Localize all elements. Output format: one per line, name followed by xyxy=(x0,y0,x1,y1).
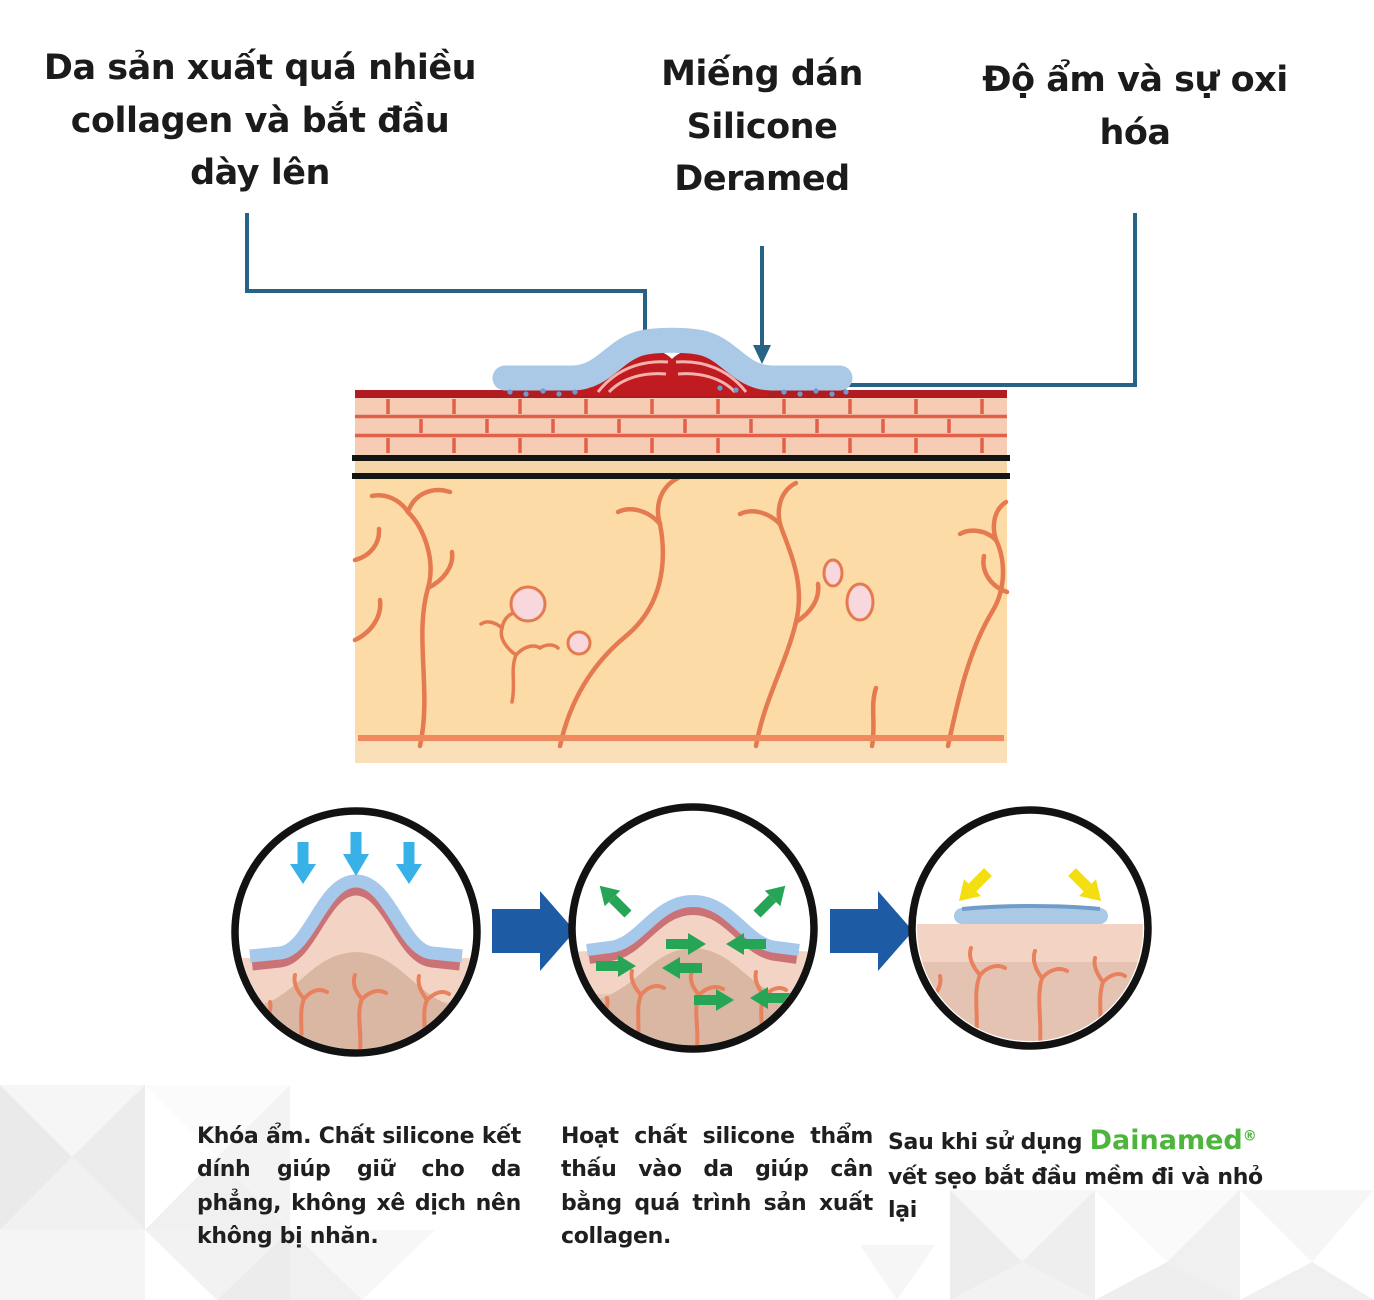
registered-trademark-icon: ® xyxy=(1242,1128,1257,1145)
label-line: hóa xyxy=(1099,112,1171,153)
step3-caption: Sau khi sử dụng Dainamed® vết sẹo bắt đầ… xyxy=(888,1120,1266,1228)
press-down-arrows-icon xyxy=(290,832,422,884)
dermis-layer xyxy=(355,478,1007,763)
brand-name: Dainamed xyxy=(1089,1125,1243,1156)
label-line: dày lên xyxy=(190,153,330,193)
label-line: Silicone xyxy=(686,106,838,147)
step-circle-flattened xyxy=(908,806,1152,1050)
moisture-dots xyxy=(507,385,849,397)
label-moisture-oxidation: Độ ẩm và sự oxi hóa xyxy=(960,54,1310,159)
right-block-arrow-icon xyxy=(492,891,575,971)
gland-cells xyxy=(509,558,875,656)
arrowhead-down-icon xyxy=(753,345,771,364)
caption-prefix: Sau khi sử dụng xyxy=(888,1130,1090,1155)
triangles-bottom-right xyxy=(860,1190,1374,1300)
step1-caption: Khóa ẩm. Chất silicone kết dính giúp giữ… xyxy=(197,1124,521,1250)
label-line: Miếng dán xyxy=(661,54,863,94)
label-collagen-overproduction: Da sản xuất quá nhiều collagen và bắt đầ… xyxy=(25,42,495,200)
label-line: Độ ẩm và sự oxi xyxy=(982,60,1288,100)
gland-sprig xyxy=(479,610,560,704)
epidermis-brick-layer xyxy=(355,390,1007,455)
step-circle-balance xyxy=(568,803,818,1053)
caption-suffix: vết sẹo bắt đầu mềm đi và nhỏ lại xyxy=(888,1165,1263,1224)
triangles-bottom-left xyxy=(0,1085,435,1300)
step-circle-pressure xyxy=(231,807,481,1057)
label-line: Deramed xyxy=(674,159,850,199)
label-line: Da sản xuất quá nhiều xyxy=(43,48,477,88)
label-silicone-patch: Miếng dán Silicone Deramed xyxy=(640,48,884,206)
label-line: collagen và bắt đầu xyxy=(70,100,450,141)
membrane-line xyxy=(352,455,1010,461)
right-block-arrow-icon xyxy=(830,891,913,971)
membrane-line xyxy=(352,473,1010,479)
balance-expand-arrows-icon xyxy=(596,885,790,1011)
step2-caption: Hoạt chất silicone thẩm thấu vào da giúp… xyxy=(561,1124,873,1250)
skin-cross-section xyxy=(352,327,1010,763)
silicone-patch xyxy=(492,327,853,397)
flatten-inward-arrows-icon xyxy=(959,868,1101,901)
blood-vessels xyxy=(352,475,1010,749)
